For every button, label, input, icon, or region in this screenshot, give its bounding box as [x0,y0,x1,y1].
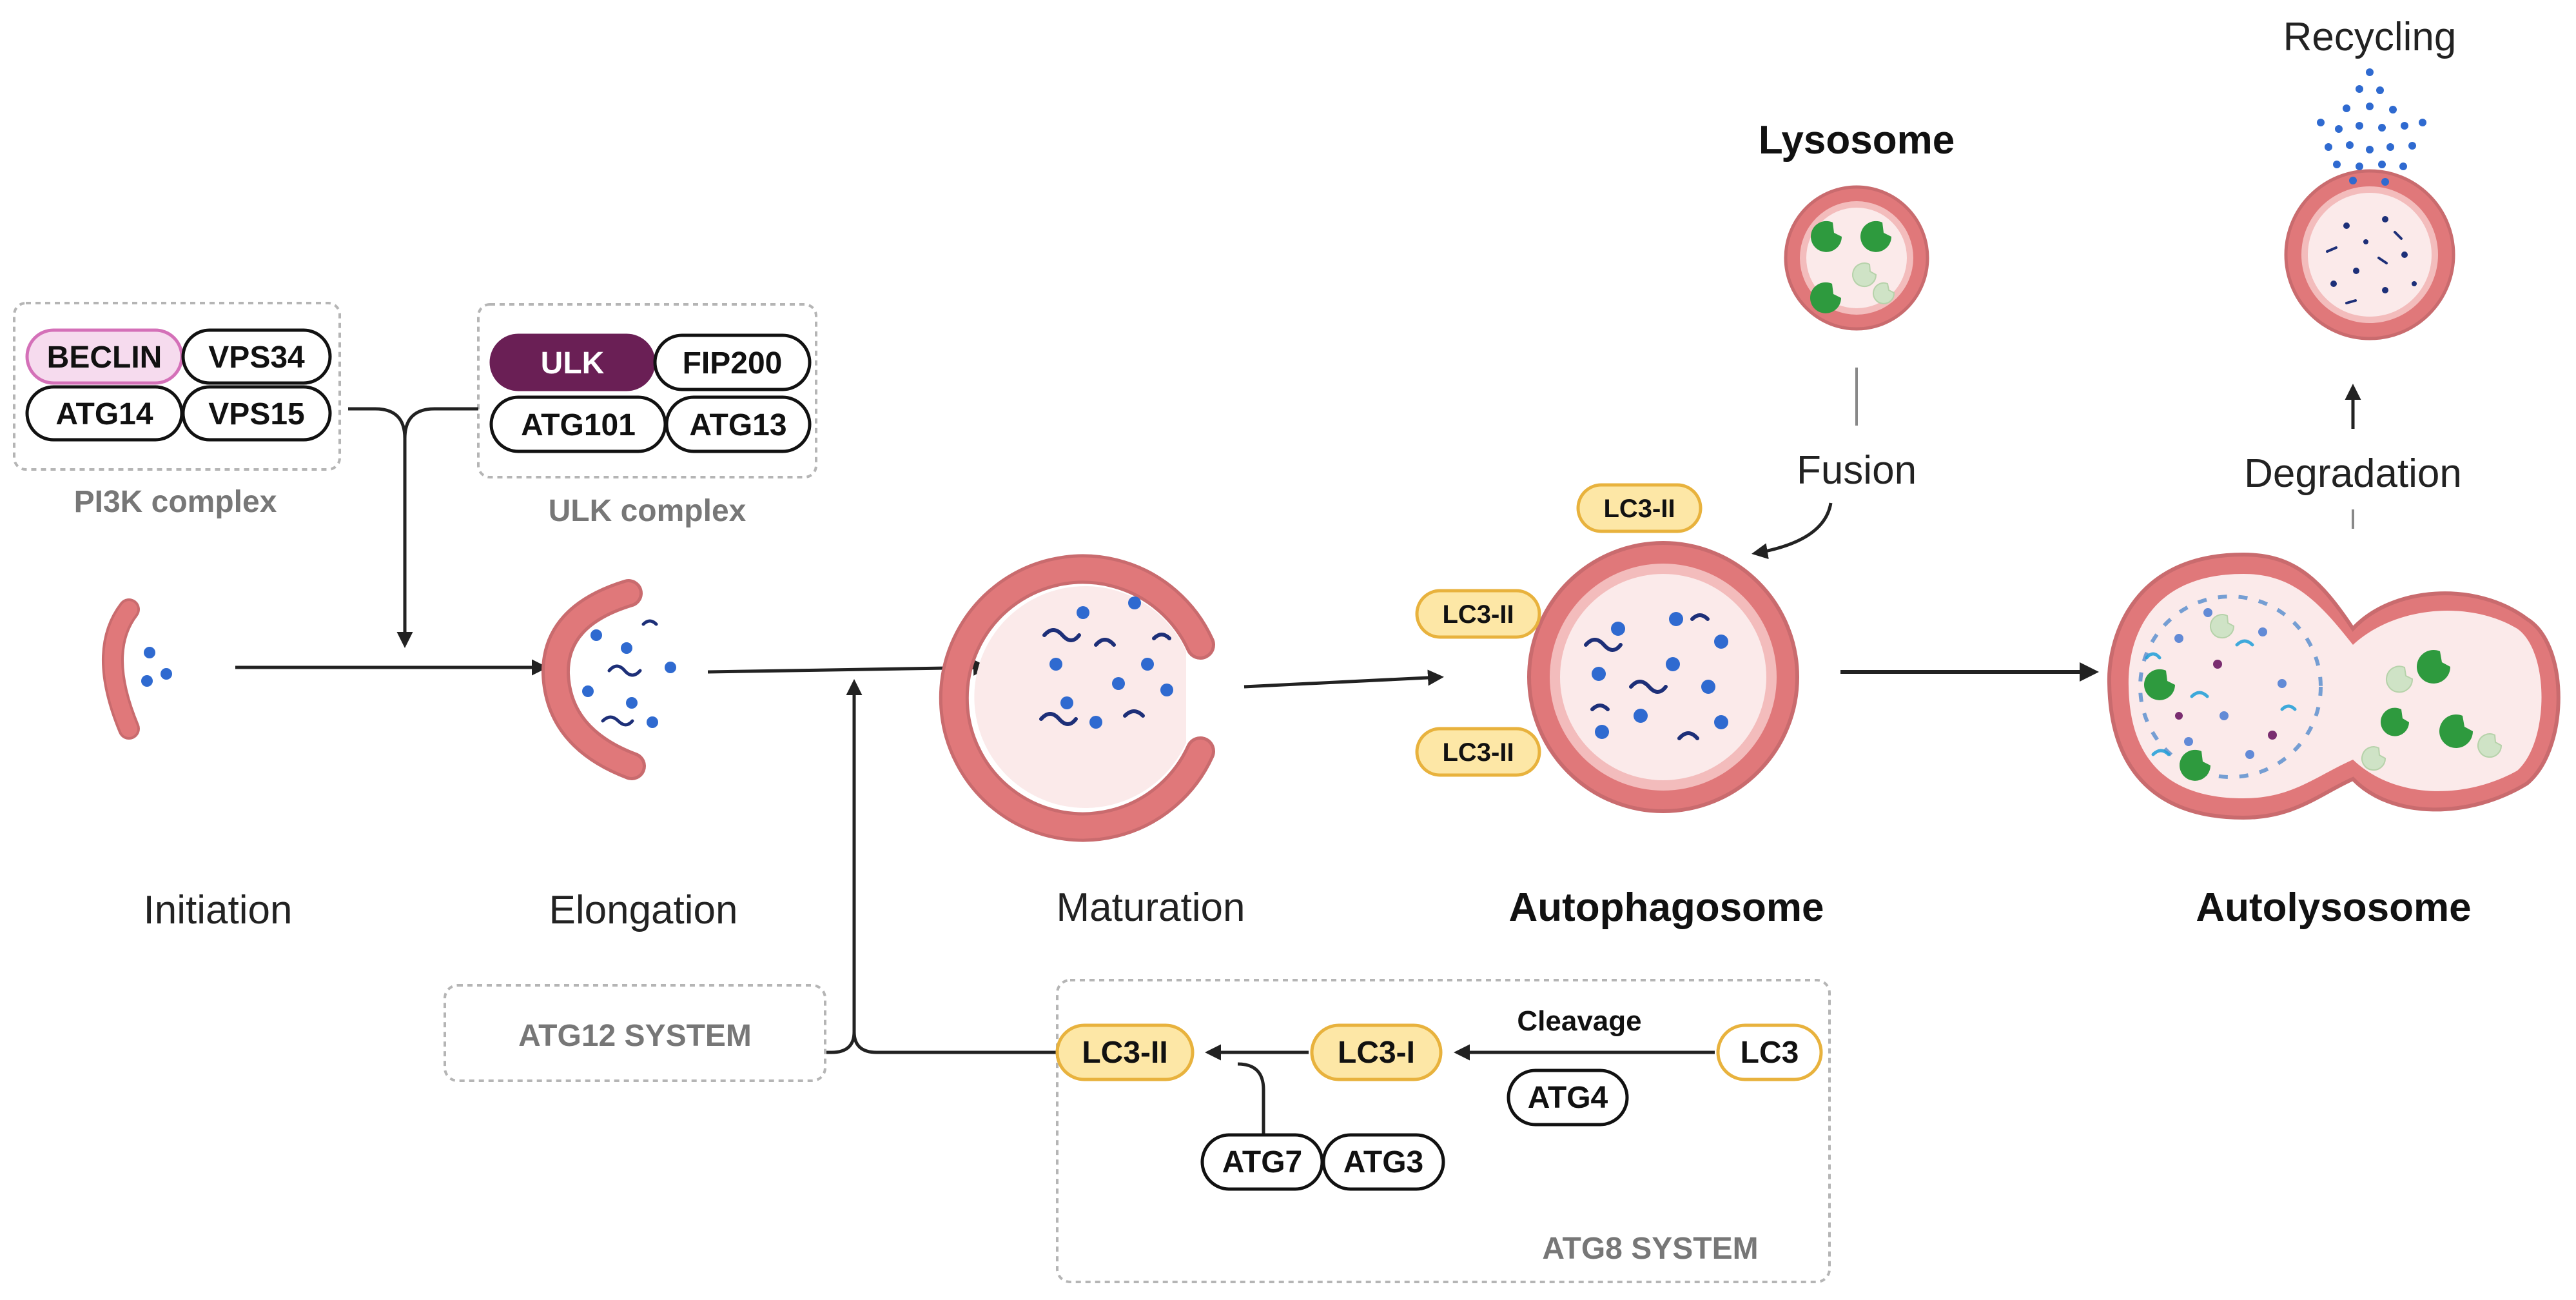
vps34-pill: VPS34 [181,328,332,385]
recycled-particles [2317,68,2426,186]
recycling-label: Recycling [2283,15,2457,59]
fusion-label: Fusion [1797,448,1917,493]
atg8-system-box [1056,979,1831,1283]
lysosome-label: Lysosome [1759,118,1955,162]
atg8-system: LC3-II LC3-I Cleavage ATG4 LC3 ATG7 ATG3… [1055,979,1831,1283]
lc3-ii-marker-left: LC3-II [1415,589,1541,639]
lc3-ii-pill: LC3-II [1055,1023,1195,1081]
pi3k-complex-label: PI3K complex [74,485,277,519]
atg12-system: ATG12 SYSTEM [444,984,826,1082]
vps15-pill: VPS15 [181,385,332,442]
atg12-system-label: ATG12 SYSTEM [518,1019,752,1053]
fip200-label: FIP200 [683,346,783,380]
beclin-pill: BECLIN [25,328,184,385]
atg4-label: ATG4 [1528,1081,1608,1115]
complex-connector [348,407,478,648]
lc3-label: LC3 [1741,1036,1799,1070]
atg13-pill: ATG13 [665,395,812,453]
beclin-label: BECLIN [47,340,162,375]
recycling-vesicle [2284,169,2455,340]
stage-label-elongation: Elongation [549,888,737,932]
pi3k-complex: BECLIN VPS34 ATG14 VPS15 PI3K complex [13,302,341,519]
conjugation-feed-arrow [826,679,1057,1054]
atg3-pill: ATG3 [1322,1133,1445,1191]
atg4-pill: ATG4 [1507,1069,1629,1127]
atg14-pill: ATG14 [25,385,184,442]
elongation-phagophore [542,579,676,780]
lc3-i-pill: LC3-I [1310,1023,1443,1081]
fip200-pill: FIP200 [653,333,812,391]
ulk-complex: ULK FIP200 ATG101 ATG13 ULK complex [477,303,817,528]
lc3-pill: LC3 [1716,1023,1823,1081]
lc3-ii-label: LC3-II [1082,1036,1167,1070]
ulk-complex-label: ULK complex [549,494,746,528]
arrow-maturation-to-autophagosome [1244,669,1444,689]
atg7-atg3-connector [1237,1062,1265,1162]
vps15-label: VPS15 [208,397,304,431]
arrow-elongation-to-maturation [707,659,990,676]
ulk-complex-box [477,303,817,478]
maturation-autophagosome [939,554,1215,842]
degradation-label: Degradation [2244,451,2462,496]
ulk-label: ULK [541,346,605,380]
lysosomal-enzyme-icon [1810,221,1895,313]
atg7-pill: ATG7 [1200,1133,1324,1191]
pi3k-complex-box [13,302,341,471]
lc3-i-label: LC3-I [1338,1036,1415,1070]
stage-label-initiation: Initiation [144,888,293,932]
autophagosome [1527,541,1799,813]
lc3-ii-label: LC3-II [1603,495,1675,523]
lc3-ii-label: LC3-II [1442,738,1514,767]
stage-label-autophagosome: Autophagosome [1508,885,1824,930]
lc3-ii-marker-bottom: LC3-II [1415,727,1541,777]
lc3-ii-marker-top: LC3-II [1576,483,1703,533]
cargo-dot [144,647,155,658]
initiation-phagophore [102,598,172,740]
lysosomal-enzyme-icon [2144,614,2503,781]
atg101-pill: ATG101 [489,395,667,453]
ulk-pill: ULK [489,333,656,391]
lysosome [1784,185,1929,331]
autolysosome [2107,552,2561,820]
atg13-label: ATG13 [689,408,786,442]
atg12-system-box [444,984,826,1082]
stage-label-autolysosome: Autolysosome [2196,885,2471,930]
atg7-label: ATG7 [1222,1145,1302,1179]
cargo-dot [161,668,172,680]
stage-label-maturation: Maturation [1057,885,1245,930]
atg101-label: ATG101 [521,408,636,442]
atg3-label: ATG3 [1343,1145,1423,1179]
atg14-label: ATG14 [55,397,153,431]
lc3-ii-label: LC3-II [1442,600,1514,629]
atg8-system-label: ATG8 SYSTEM [1542,1232,1758,1266]
cleavage-label: Cleavage [1517,1005,1641,1037]
vps34-label: VPS34 [208,340,305,375]
fusion-arrow [1751,502,1833,560]
cargo-dot [141,675,153,687]
